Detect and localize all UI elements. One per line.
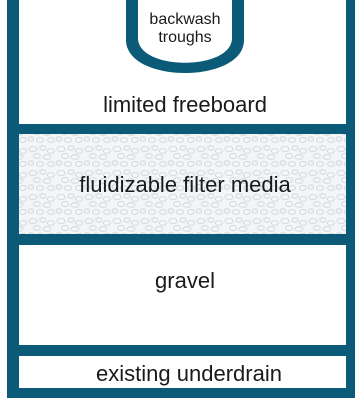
- gravel-label: gravel: [155, 268, 215, 293]
- bottom-wall: [7, 388, 355, 398]
- right-wall: [346, 0, 355, 398]
- divider-media-gravel: [7, 234, 355, 245]
- divider-freeboard-media: [7, 124, 355, 134]
- filter-media-layer: [18, 134, 346, 234]
- trough-label-line2: troughs: [158, 29, 211, 46]
- left-wall: [7, 0, 19, 398]
- underdrain-label: existing underdrain: [96, 361, 282, 386]
- trough-label-line1: backwash: [149, 11, 220, 28]
- divider-gravel-underdrain: [7, 345, 355, 356]
- backwash-trough: [126, 0, 244, 73]
- freeboard-label: limited freeboard: [103, 92, 267, 117]
- filter-media-label: fluidizable filter media: [79, 172, 291, 197]
